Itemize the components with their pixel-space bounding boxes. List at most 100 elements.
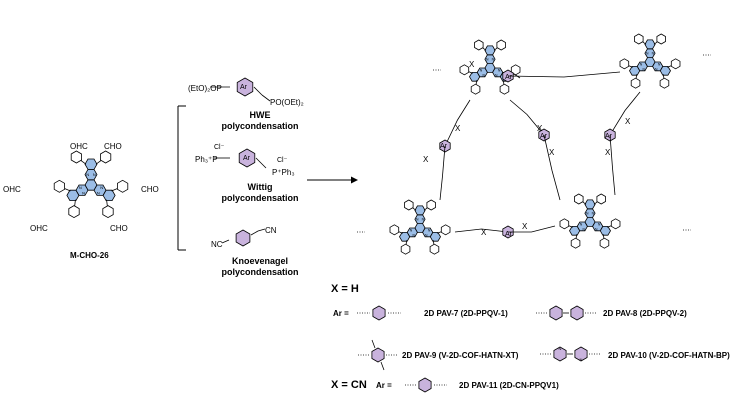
hwe-name: HWE polycondensation (221, 110, 299, 131)
knoev-bond-left (221, 239, 230, 244)
network-core-top-left-quinoxaline-ring (484, 45, 496, 56)
network-core-top-left-phenyl-arm-ring (459, 64, 470, 76)
network-core-top-right-quinoxaline-ring (629, 66, 641, 76)
network-core-bottom-right-n-label: N (592, 212, 595, 216)
network-core-top-right-phenyl-arm-ring (634, 33, 644, 45)
network-core-top-right-n-label: N (640, 62, 643, 66)
monomer-phenyl-arm-bond (95, 160, 102, 165)
network-core-top-left-n-label: N (482, 73, 485, 77)
network-core-top-right-quinoxaline-ring (644, 39, 656, 50)
network-core-top-left-phenyl-arm-bond (468, 71, 473, 74)
network-core-bottom-left-phenyl-arm-bond (423, 207, 428, 211)
product-pav9: 2D PAV-9 (V-2D-COF-HATN-XT) (402, 351, 519, 360)
monomer-core-n-label: N (82, 191, 85, 196)
linker-bottom-vinylene-2 (508, 225, 556, 233)
wittig-reagent-left: Ph₃⁺P (195, 155, 218, 164)
monomer-phenyl-arm-bond (74, 199, 76, 206)
network-core-bottom-left-n-label: N (422, 218, 425, 222)
hwe-reagent-left: (EtO)₂OP (188, 84, 222, 93)
net-ar-top: Ar (505, 74, 512, 81)
ar-def-benzene-ring (372, 305, 386, 321)
network-core-top-right-phenyl-arm-ring (630, 77, 641, 89)
net-ar-left: Ar (440, 143, 447, 150)
ar-def-bipy-ring-2 (574, 346, 588, 362)
monomer-cho-label-5: OHC (30, 224, 48, 233)
network-core-top-right-phenyl-arm-bond (667, 65, 672, 68)
network-core-top-left-quinoxaline-ring (469, 72, 481, 82)
reaction-arrowhead (351, 176, 358, 184)
network-core-top-right-quinoxaline-ring (659, 66, 671, 76)
product-pav11: 2D PAV-11 (2D-CN-PPQV1) (459, 381, 559, 390)
network-core-bottom-left-phenyl-arm-ring (429, 243, 440, 255)
monomer-core-quinoxaline-ring (84, 158, 98, 170)
network-core-bottom-right-n-label: N (598, 222, 601, 226)
wittig-cl-right: Cl⁻ (277, 157, 288, 164)
network-core-bottom-right-quinoxaline-ring (569, 225, 581, 236)
network-core-bottom-left-phenyl-arm-ring (440, 224, 451, 236)
knoev-bond-right2 (257, 228, 266, 232)
network-core-top-left-n-label: N (486, 58, 489, 62)
network-core-top-right-phenyl-arm-ring (619, 58, 630, 70)
network-core-bottom-left-quinoxaline-ring (399, 231, 411, 242)
monomer-core-n-label: N (93, 172, 96, 177)
net-ar-mid: Ar (540, 133, 547, 140)
net-x-mid1: X (537, 124, 543, 133)
network-core-top-right-n-label: N (646, 52, 649, 56)
monomer-cho-label-2: CHO (104, 142, 122, 151)
knoev-reagent-left: NC (211, 240, 223, 249)
network-core-top-left-phenyl-arm-bond (482, 47, 487, 51)
network-core-top-left-phenyl-arm-ring (496, 39, 506, 51)
monomer-core-n-label: N (86, 172, 89, 177)
network-core-bottom-right-phenyl-arm-bond (582, 201, 587, 205)
network-core-bottom-left-quinoxaline-ring (429, 231, 441, 242)
net-x-right1: X (625, 117, 631, 126)
linker-right-vinylene-2 (609, 134, 616, 196)
net-x-left1: X (455, 124, 461, 133)
network-core-top-left-phenyl-arm-bond (493, 47, 498, 51)
network-core-top-right-n-label: N (652, 52, 655, 56)
network-core-bottom-left-n-label: N (410, 228, 413, 232)
network-core-bottom-left-phenyl-arm-ring (404, 199, 414, 211)
hwe-reagent-right: PO(OEt)₂ (270, 98, 304, 107)
network-core-top-right-n-label: N (642, 67, 645, 71)
linker-right-vinylene-1 (609, 91, 641, 136)
ar-def-biphenyl-ring-2 (570, 305, 584, 321)
network-core-bottom-right-n-label: N (580, 222, 583, 226)
wittig-ar: Ar (243, 155, 250, 162)
knoev-name: Knoevenagel polycondensation (221, 256, 299, 277)
network-core-bottom-right-phenyl-arm-ring (559, 218, 570, 230)
ar-def-bipy-n-2: N (580, 357, 583, 362)
knoev-ar-ring (235, 229, 251, 247)
net-x-bottom1: X (481, 228, 487, 237)
product-pav8: 2D PAV-8 (2D-PPQV-2) (603, 309, 687, 318)
net-x-bottom2: X (522, 222, 528, 231)
linker-middle-vinylene-2 (543, 134, 561, 201)
hwe-bond-right2 (261, 94, 271, 102)
network-core-top-right-phenyl-arm-ring (656, 33, 666, 45)
linker-middle-vinylene-1 (509, 99, 545, 136)
net-x-left2: X (423, 155, 429, 164)
monomer-phenyl-arm-ring (53, 179, 65, 193)
network-core-bottom-right-phenyl-arm-bond (593, 201, 598, 205)
net-x-top: X (469, 60, 475, 69)
knoev-bond-right (250, 230, 259, 236)
network-core-bottom-right-quinoxaline-ring (599, 225, 611, 236)
ar-def-xylene-methyl-2 (380, 361, 385, 371)
network-core-bottom-right-phenyl-arm-ring (596, 193, 606, 205)
network-core-bottom-left-phenyl-arm-bond (412, 207, 417, 211)
network-core-bottom-left-phenyl-arm-ring (389, 224, 400, 236)
network-core-bottom-right-n-label: N (586, 212, 589, 216)
ar-equals-1: Ar = (333, 309, 349, 318)
linker-top-vinylene-2 (507, 71, 621, 78)
monomer-phenyl-arm-bond (80, 160, 87, 165)
hwe-ar-ring (236, 77, 254, 97)
monomer-phenyl-arm-ring (102, 205, 114, 219)
ar-def-xylene-ring (371, 347, 385, 363)
network-core-top-right-phenyl-arm-bond (653, 41, 658, 45)
x-equals-h: X = H (331, 283, 359, 295)
monomer-phenyl-arm-ring (100, 150, 112, 164)
network-core-bottom-right-phenyl-arm-bond (568, 225, 573, 228)
wittig-cl-left: Cl⁻ (214, 144, 225, 151)
